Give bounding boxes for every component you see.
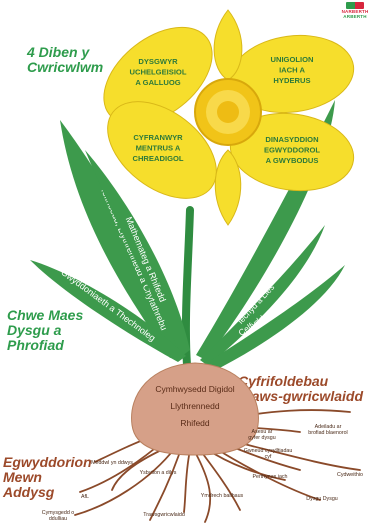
purpose-label-line: UNIGOLION [270, 55, 313, 64]
purpose-label-line: DYSGWYR [138, 57, 178, 66]
root-label: Ysbytion a dilys [140, 470, 177, 476]
root-label: Cydweithio [337, 472, 363, 478]
purpose-label-line: IACH A [279, 66, 305, 75]
root-label-line: Ymdrech ballhaus [201, 493, 244, 499]
root-label: Meddwl yn ddwys [91, 460, 133, 466]
purpose-label-line: EGWYDDOROL [264, 146, 320, 155]
root-label-line: Ysbytion a dilys [140, 470, 177, 476]
bulb-label: Cymhwysedd Digidol [155, 384, 234, 394]
root-label-line: ddulliau [49, 516, 67, 522]
root-label-line: Trawsgwricwlaidd [143, 512, 185, 518]
purpose-label-line: A GALLUOG [135, 78, 180, 87]
root-line [195, 452, 210, 522]
root-line [75, 448, 175, 515]
root-label-line: gyfer dysgu [248, 435, 275, 441]
root-label-line: Perthynas iach [252, 474, 287, 480]
root-label-line: Meddwl yn ddwys [91, 460, 133, 466]
root-label-line: brofiad blaenorol [308, 430, 347, 436]
root-label: Ymdrech ballhaus [201, 493, 244, 499]
purpose-label-line: DINASYDDION [265, 135, 318, 144]
purpose-label-line: CYFRANWYR [133, 133, 183, 142]
root-label: Dysgu Dysgu [306, 496, 338, 502]
root-label: AfL [81, 494, 89, 500]
root-label-line: cyf [265, 454, 272, 460]
purpose-label-line: CHREADIGOL [132, 154, 183, 163]
root-label-line: Cydweithio [337, 472, 363, 478]
root-label-line: AfL [81, 494, 89, 500]
root-label-line: Dysgu Dysgu [306, 496, 338, 502]
bulb-label: Rhifedd [180, 418, 210, 428]
purpose-label-line: HYDERUS [273, 76, 310, 85]
purpose-label-line: A GWYBODUS [266, 156, 319, 165]
bulb-label: Llythrennedd [170, 401, 219, 411]
root-line [150, 452, 180, 520]
flower-petal-top [214, 10, 242, 80]
daffodil-flower [86, 8, 359, 225]
root-label: Perthynas iach [252, 474, 287, 480]
root-line [184, 450, 190, 512]
purpose-label-line: UCHELGEISIOL [130, 68, 187, 77]
root-label: Trawsgwricwlaidd [143, 512, 185, 518]
flower-center [217, 101, 239, 123]
purpose-label-line: MENTRUS A [136, 144, 181, 153]
